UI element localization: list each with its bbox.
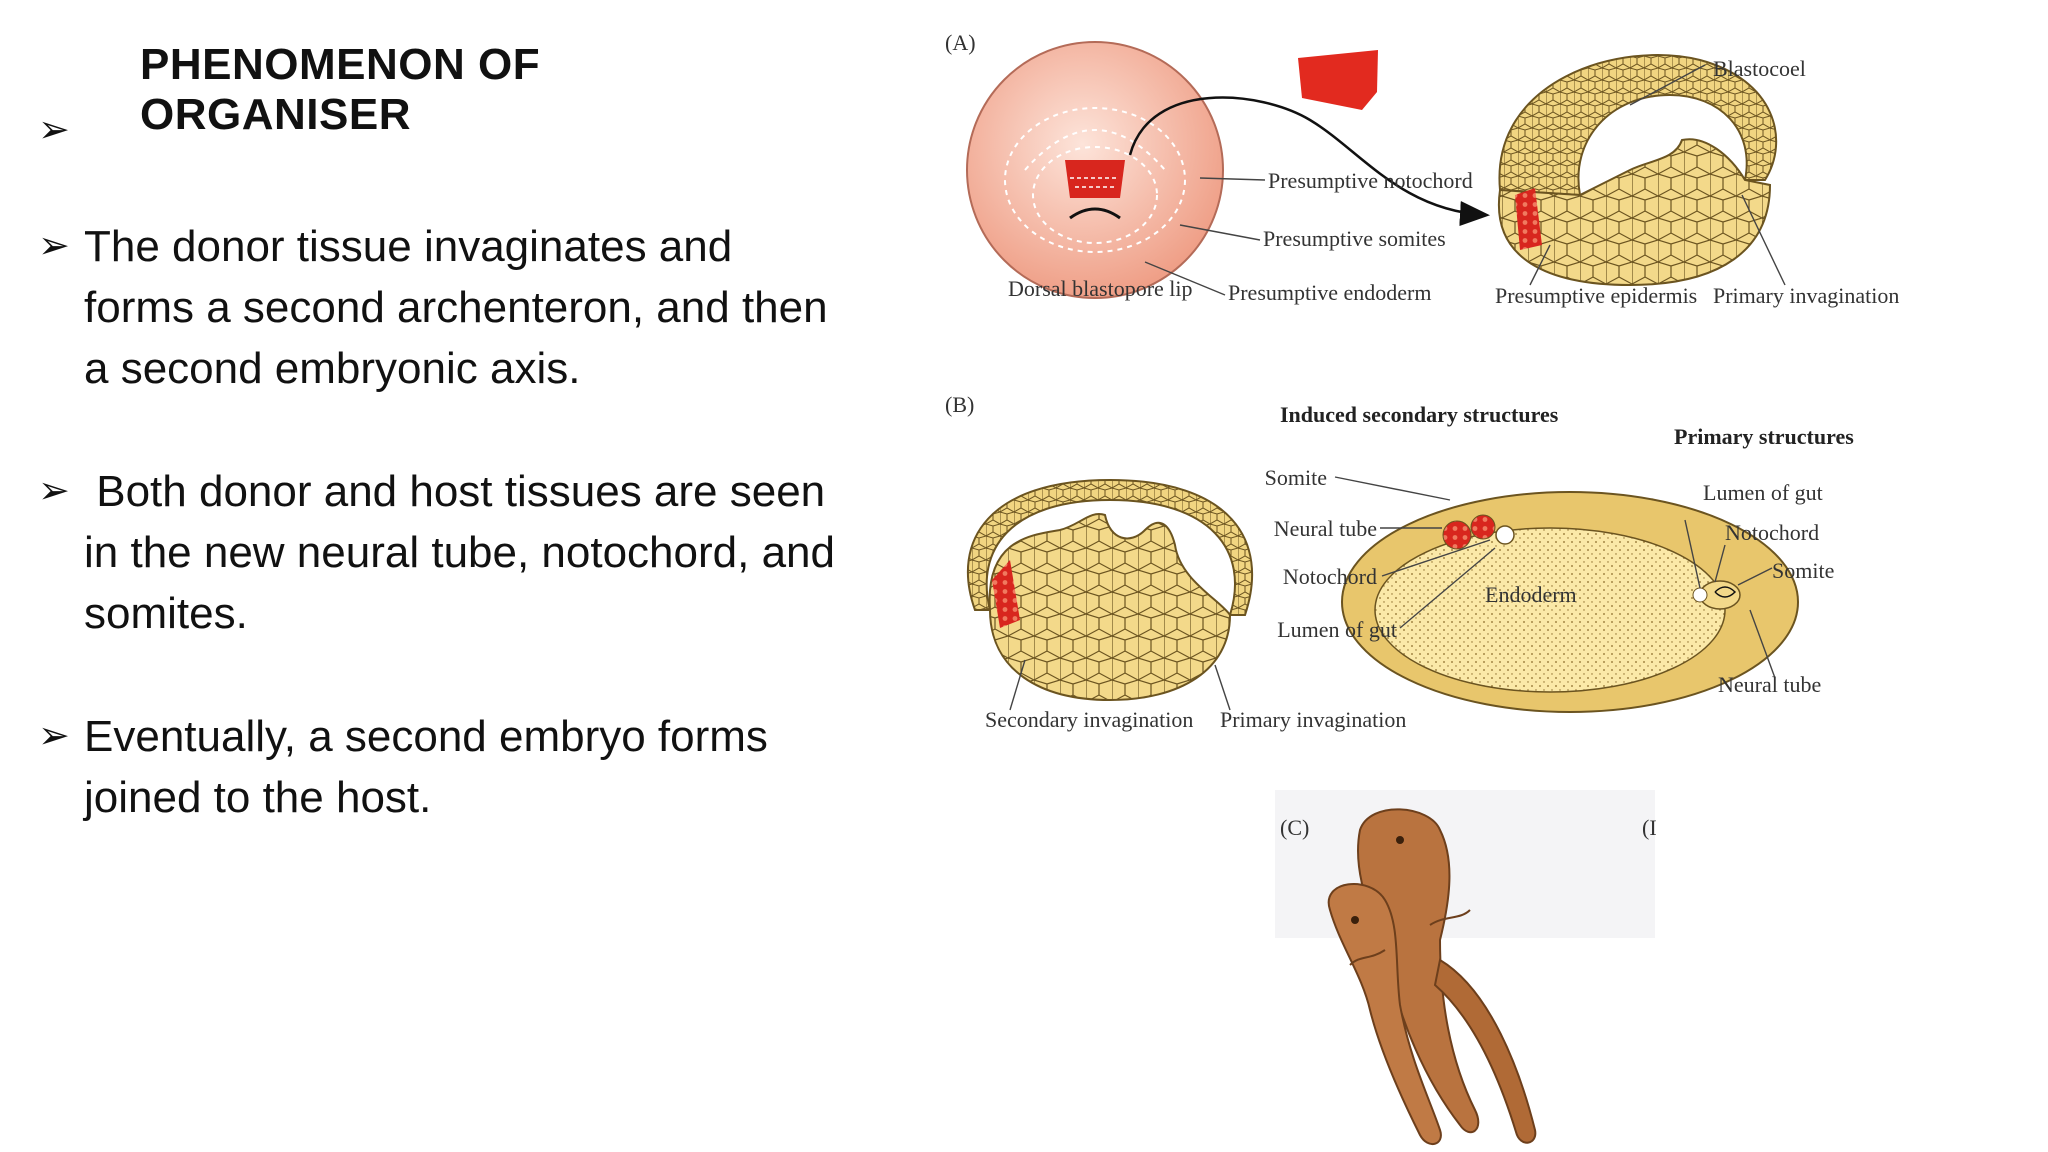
panel-a-labels: Presumptive notochord Presumptive somite…: [1008, 168, 1473, 305]
bullet-item-empty: ➢: [38, 100, 838, 161]
arrow-bullet-icon: ➢: [38, 225, 70, 267]
label-presumptive-endoderm: Presumptive endoderm: [1228, 280, 1431, 305]
label-notochord-left: Notochord: [1283, 564, 1377, 589]
conjoined-larvae: [1327, 808, 1537, 1145]
label-secondary-invagination: Secondary invagination: [985, 707, 1193, 732]
panel-a-tag: (A): [945, 30, 976, 55]
bullet-item: ➢ Both donor and host tissues are seen i…: [38, 461, 838, 644]
arrow-bullet-icon: ➢: [38, 109, 70, 151]
label-primary-invagination-a: Primary invagination: [1713, 283, 1899, 308]
induced-heading: Induced secondary structures: [1280, 402, 1559, 427]
arrow-bullet-icon: ➢: [38, 715, 70, 757]
panel-c-tag-cut: (I: [1642, 815, 1657, 840]
donor-embryo: [966, 41, 1224, 299]
host-gastrula-a: [1497, 54, 1786, 287]
bullet-list: ➢ ➢ The donor tissue invaginates and for…: [38, 100, 838, 890]
figure-svg: (A) Presumptive notochord: [945, 30, 1899, 1145]
secondary-red-cells: [992, 560, 1020, 628]
bullet-text: Both donor and host tissues are seen in …: [84, 467, 848, 638]
panel-c-tag: (C): [1280, 815, 1309, 840]
label-blastocoel: Blastocoel: [1713, 56, 1806, 81]
slide-title: PHENOMENON OF ORGANISER: [140, 40, 541, 139]
bullet-text: Eventually, a second embryo forms joined…: [84, 712, 768, 822]
grafted-red-cells: [1515, 188, 1542, 250]
label-lumen-right: Lumen of gut: [1703, 480, 1823, 505]
organiser-figure: (A) Presumptive notochord: [930, 20, 2048, 1152]
label-notochord-right: Notochord: [1725, 520, 1819, 545]
bullet-text: The donor tissue invaginates and forms a…: [84, 222, 828, 393]
transplant-arrow: [1128, 96, 1490, 226]
label-neural-tube-left: Neural tube: [1274, 516, 1377, 541]
host-gastrula-b: [966, 478, 1254, 711]
svg-text:Presumptive notochord: Presumptive notochord: [1268, 168, 1473, 193]
label-endoderm: Endoderm: [1485, 582, 1577, 607]
arrow-bullet-icon: ➢: [38, 470, 70, 512]
panel-b-right-labels: [1684, 519, 1776, 679]
graft-piece: [1298, 50, 1378, 110]
label-somite-right: Somite: [1772, 558, 1834, 583]
donor-graft-tissue: [1065, 160, 1125, 198]
label-presumptive-epidermis: Presumptive epidermis: [1495, 283, 1697, 308]
label-lumen-left: Lumen of gut: [1277, 617, 1397, 642]
bullet-item: ➢ Eventually, a second embryo forms join…: [38, 706, 838, 828]
panel-b-left-labels: [1334, 476, 1496, 629]
primary-heading: Primary structures: [1674, 424, 1854, 449]
label-somite-left: Somite: [1265, 465, 1327, 490]
label-primary-invagination-b: Primary invagination: [1220, 707, 1406, 732]
neurula-cross-section: [1341, 491, 1799, 713]
label-presumptive-notochord: Presumptive notochord: [1268, 168, 1473, 193]
bullet-item: ➢ The donor tissue invaginates and forms…: [38, 216, 838, 399]
label-presumptive-somites: Presumptive somites: [1263, 226, 1446, 251]
panel-b-tag: (B): [945, 392, 974, 417]
label-dorsal-blastopore-lip: Dorsal blastopore lip: [1008, 276, 1193, 301]
label-neural-tube-right: Neural tube: [1718, 672, 1821, 697]
